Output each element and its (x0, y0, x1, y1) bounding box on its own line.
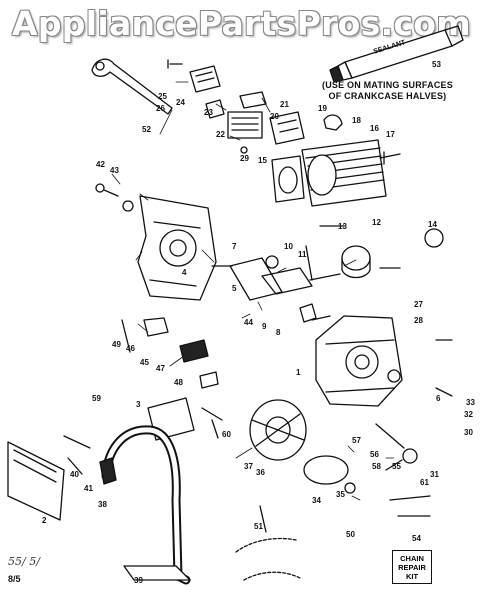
part-number: 10 (284, 242, 293, 251)
part-number: 1 (296, 368, 301, 377)
part-number: 54 (412, 534, 421, 543)
part-number: 24 (176, 98, 185, 107)
part-number: 47 (156, 364, 165, 373)
part-number: 60 (222, 430, 231, 439)
part-number: 37 (244, 462, 253, 471)
part-number: 22 (216, 130, 225, 139)
part-number: 50 (346, 530, 355, 539)
part-number: 13 (338, 222, 347, 231)
handwritten-note: 55/ 5/ (8, 555, 40, 568)
part-number: 43 (110, 166, 119, 175)
piston (319, 225, 444, 279)
clutch-assembly (249, 399, 418, 494)
part-number: 21 (280, 100, 289, 109)
part-number: 61 (420, 478, 429, 487)
saw-chain (235, 495, 431, 581)
part-number: 16 (370, 124, 379, 133)
part-number: 55 (392, 462, 401, 471)
part-number: 39 (134, 576, 143, 585)
crankcase-left (95, 183, 217, 301)
part-number: 29 (240, 154, 249, 163)
carburetor-group (167, 59, 343, 154)
sealant-usage-note: (USE ON MATING SURFACES OF CRANKCASE HAL… (322, 80, 453, 102)
part-number: 46 (126, 344, 135, 353)
kit-line-2: REPAIR (398, 563, 426, 572)
guide-bar (7, 435, 91, 521)
part-number: 32 (464, 410, 473, 419)
part-number: 36 (256, 468, 265, 477)
part-number: 8 (276, 328, 281, 337)
part-number: 18 (352, 116, 361, 125)
note-line-1: (USE ON MATING SURFACES (322, 80, 453, 90)
part-number: 33 (466, 398, 475, 407)
part-number: 7 (232, 242, 237, 251)
part-number: 9 (262, 322, 267, 331)
part-number: 48 (174, 378, 183, 387)
part-number: 42 (96, 160, 105, 169)
part-number: 3 (136, 400, 141, 409)
part-number: 52 (142, 125, 151, 134)
part-number: 35 (336, 490, 345, 499)
part-number: 40 (70, 470, 79, 479)
part-number: 41 (84, 484, 93, 493)
part-number: 12 (372, 218, 381, 227)
part-number: 5 (232, 284, 237, 293)
part-number: 27 (414, 300, 423, 309)
part-number: 20 (270, 112, 279, 121)
part-number: 45 (140, 358, 149, 367)
part-number: 56 (370, 450, 379, 459)
part-number: 59 (92, 394, 101, 403)
cylinder (271, 139, 401, 207)
note-line-2: OF CRANKCASE HALVES) (328, 91, 447, 101)
part-number: 34 (312, 496, 321, 505)
part-number: 51 (254, 522, 263, 531)
part-number: 2 (42, 516, 47, 525)
part-number: 58 (372, 462, 381, 471)
leader-lines (111, 81, 395, 501)
part-number: 31 (430, 470, 439, 479)
part-number: 6 (436, 394, 441, 403)
part-number: 38 (98, 500, 107, 509)
part-number: 11 (298, 250, 307, 259)
part-number: 57 (352, 436, 361, 445)
kit-line-1: CHAIN (400, 554, 424, 563)
part-number: 49 (112, 340, 121, 349)
front-handle (99, 425, 191, 585)
part-number: 14 (428, 220, 437, 229)
part-number: 4 (182, 268, 187, 277)
crankcase-right (299, 303, 453, 407)
part-number: 23 (204, 108, 213, 117)
part-number: 19 (318, 104, 327, 113)
part-number: 30 (464, 428, 473, 437)
ignition-parts (121, 317, 223, 441)
chain-repair-kit-box: CHAIN REPAIR KIT (392, 550, 432, 584)
wrench (91, 58, 173, 115)
part-number: 28 (414, 316, 423, 325)
part-number: 44 (244, 318, 253, 327)
part-number: 15 (258, 156, 267, 165)
crankshaft (211, 245, 341, 321)
part-number: 25 (158, 92, 167, 101)
page-reference: 8/5 (8, 574, 21, 584)
part-number: 26 (156, 104, 165, 113)
kit-line-3: KIT (405, 572, 419, 581)
part-number: 17 (386, 130, 395, 139)
watermark: AppliancePartsPros.com (12, 4, 471, 43)
part-number: 53 (432, 60, 441, 69)
sealant-tube (329, 25, 464, 83)
